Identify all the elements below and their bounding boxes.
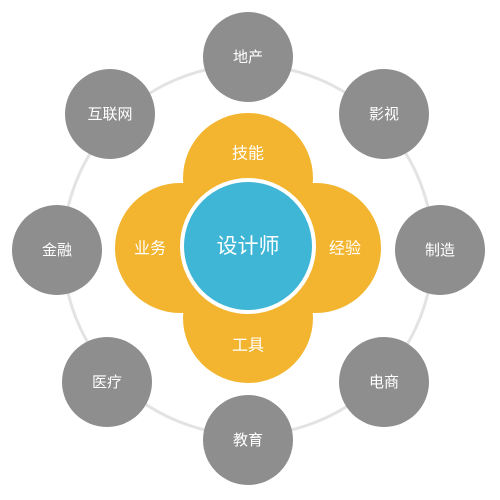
center-node-label: 设计师 — [217, 234, 280, 258]
center-node-circle — [180, 178, 316, 314]
petal-label-skills: 技能 — [232, 144, 264, 163]
outer-node-label: 制造 — [425, 241, 455, 259]
outer-node-healthcare: 医疗 — [62, 337, 152, 427]
outer-node-film: 影视 — [339, 69, 429, 159]
outer-node-ecommerce: 电商 — [339, 337, 429, 427]
petal-label-experience: 经验 — [329, 239, 361, 258]
outer-node-label: 影视 — [369, 105, 399, 123]
outer-node-internet: 互联网 — [65, 69, 155, 159]
outer-node-label: 互联网 — [87, 105, 132, 123]
outer-node-label: 医疗 — [92, 373, 122, 391]
outer-node-real-estate: 地产 — [203, 12, 293, 102]
outer-node-education: 教育 — [203, 395, 293, 485]
outer-node-label: 金融 — [42, 241, 72, 259]
outer-node-label: 教育 — [233, 431, 263, 449]
petal-label-business: 业务 — [134, 239, 166, 258]
outer-node-label: 地产 — [233, 48, 263, 66]
petal-label-tools: 工具 — [232, 336, 264, 355]
outer-node-manufacturing: 制造 — [395, 205, 485, 295]
outer-node-finance: 金融 — [12, 205, 102, 295]
outer-node-label: 电商 — [369, 373, 399, 391]
